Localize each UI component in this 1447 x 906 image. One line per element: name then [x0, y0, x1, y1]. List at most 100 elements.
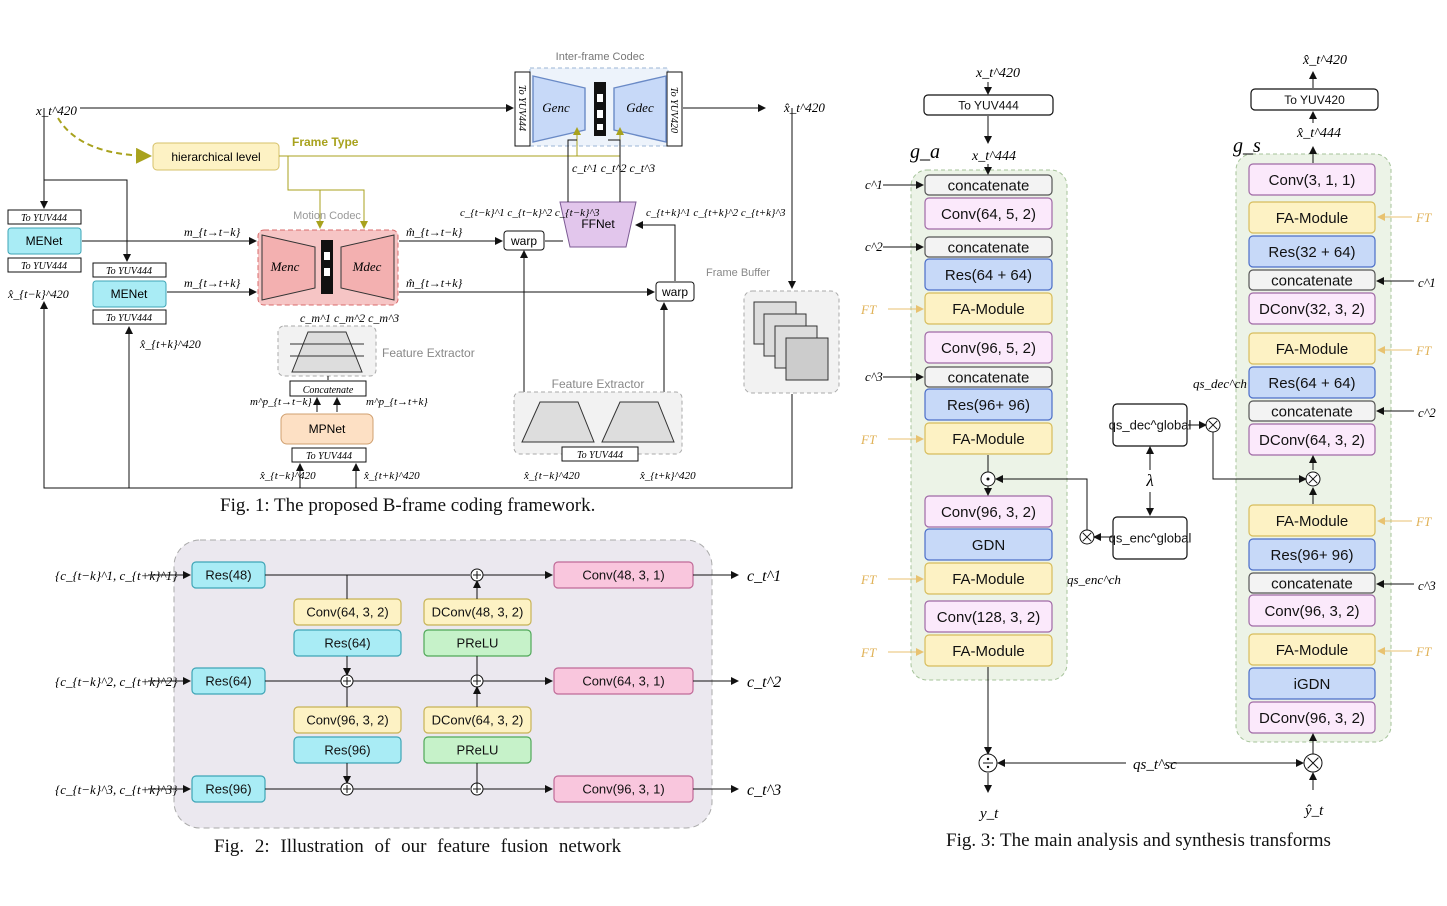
- fusion-up-prelu-1-label: PReLU: [457, 636, 499, 651]
- ga-block-2-label: Conv(64, 5, 2): [941, 206, 1036, 223]
- ga-block-1-label: concatenate: [948, 177, 1030, 194]
- fusion-down-res-2-label: Res(96): [324, 743, 370, 758]
- mp-prev-label: m^p_{t→t−k}: [250, 396, 312, 408]
- gs-c-label-3: c^3: [1418, 578, 1436, 593]
- to-yuv444-v: To YUV444: [516, 85, 527, 131]
- y-t-label: y_t: [978, 806, 999, 822]
- mpnet-block: [280, 413, 374, 445]
- ga-block-12: [924, 562, 1053, 595]
- ga-ft-label-3: FT: [860, 572, 877, 587]
- to-yuv444-d: To YUV444: [106, 313, 152, 324]
- gs-block-7-label: Res(64 + 64): [1268, 375, 1355, 392]
- gs-to-yuv420: [1250, 88, 1379, 111]
- hier-level-label: hierarchical level: [171, 150, 260, 164]
- qs-sc-label: qs_t^sc: [1133, 757, 1177, 773]
- gs-block-15-label: iGDN: [1294, 676, 1331, 693]
- ga-to-yuv444: [923, 94, 1054, 116]
- gs-block-3: [1248, 235, 1376, 268]
- ga-block-1: [924, 174, 1053, 196]
- qs-enc-global-box: [1112, 516, 1188, 560]
- gs-ft-label-3: FT: [1415, 514, 1432, 529]
- c-m-label: c_m^1 c_m^2 c_m^3: [300, 311, 399, 325]
- gs-block-14-label: FA-Module: [1276, 642, 1349, 659]
- fig2-feature-fusion: {c_{t−k}^1, c_{t+k}^1}Res(48)Conv(48, 3,…: [55, 539, 781, 829]
- c-prev-label: c_{t−k}^1 c_{t−k}^2 c_{t−k}^3: [460, 207, 600, 219]
- fusion-up-dconv-2-label: DConv(64, 3, 2): [432, 713, 524, 728]
- ga-block-10: [924, 495, 1053, 528]
- fusion-output-2: c_t^2: [747, 674, 781, 691]
- ga-c-label-3: c^3: [865, 369, 883, 384]
- fusion-res-2-label: Res(64): [205, 674, 251, 689]
- gs-block-9-label: DConv(64, 3, 2): [1259, 432, 1365, 449]
- x420-out: x̂_t^420: [1302, 53, 1347, 68]
- gs-block-7: [1248, 366, 1376, 399]
- to-yuv444-c: To YUV444: [106, 266, 152, 277]
- gs-block-11-label: Res(96+ 96): [1271, 547, 1354, 564]
- m-dec-label: Mdec: [352, 259, 382, 274]
- concatenate-label: Concatenate: [303, 385, 354, 396]
- x-next-label-left: x̂_{t+k}^420: [139, 337, 201, 351]
- qs-enc-ch-label: qs_enc^ch: [1067, 572, 1121, 587]
- gs-block-13-label: Conv(96, 3, 2): [1264, 603, 1359, 620]
- menet-1-label: MENet: [26, 234, 63, 248]
- fig1-caption: Fig. 1: The proposed B-frame coding fram…: [220, 495, 596, 516]
- to-yuv444-e: To YUV444: [306, 451, 352, 462]
- warp-2: [655, 281, 695, 302]
- ga-block-3: [924, 236, 1053, 258]
- m-fwd-hat-label: m̂_{t→t−k}: [406, 225, 463, 239]
- gs-title: g_s: [1233, 135, 1261, 157]
- ga-block-8: [924, 388, 1053, 421]
- ga-title: g_a: [910, 141, 940, 163]
- m-fwd-label: m_{t→t−k}: [184, 225, 241, 239]
- fusion-conv-out-3-label: Conv(96, 3, 1): [582, 782, 664, 797]
- gs-block-6-label: FA-Module: [1276, 341, 1349, 358]
- ga-block-13-label: Conv(128, 3, 2): [937, 609, 1040, 626]
- menet-1: [7, 227, 82, 255]
- gs-block-8-label: concatenate: [1271, 403, 1353, 420]
- x-next-label-mp: x̂_{t+k}^420: [363, 470, 420, 482]
- gs-block-2-label: FA-Module: [1276, 210, 1349, 227]
- gs-ft-label-4: FT: [1415, 644, 1432, 659]
- x-out-label: x̂_t^420: [783, 100, 825, 115]
- gs-block-4: [1248, 269, 1376, 291]
- ga-block-5: [924, 292, 1053, 325]
- gs-block-5-label: DConv(32, 3, 2): [1259, 301, 1365, 318]
- ga-block-14-label: FA-Module: [952, 643, 1025, 660]
- x-prev-label-mp: x̂_{t−k}^420: [259, 470, 316, 482]
- ga-block-6-label: Conv(96, 5, 2): [941, 340, 1036, 357]
- x-in-label: x_t^420: [35, 103, 77, 118]
- g-enc-block: [532, 75, 586, 143]
- x444-out: x̂_t^444: [1296, 126, 1341, 141]
- feature-extractor-frame-2: [601, 401, 675, 443]
- to-yuv420-v: To YUV420: [668, 87, 679, 133]
- frame-type-label: Frame Type: [292, 135, 359, 149]
- gs-block-4-label: concatenate: [1271, 272, 1353, 289]
- g-enc-label: Genc: [542, 100, 570, 115]
- gs-c-label-2: c^2: [1418, 405, 1436, 420]
- qs-dec-ch-label: qs_dec^ch: [1193, 376, 1247, 391]
- ga-block-12-label: FA-Module: [952, 571, 1025, 588]
- gs-c-label-1: c^1: [1418, 275, 1436, 290]
- x-prev-label-fe: x̂_{t−k}^420: [523, 470, 580, 482]
- feature-extractor-label-2: Feature Extractor: [552, 377, 645, 391]
- gs-block-12-label: concatenate: [1271, 575, 1353, 592]
- to-yuv444-a: To YUV444: [21, 213, 67, 224]
- fusion-res-1-label: Res(48): [205, 568, 251, 583]
- gs-block-1: [1248, 163, 1376, 196]
- gs-block-16-label: DConv(96, 3, 2): [1259, 710, 1365, 727]
- to-yuv444-b: To YUV444: [21, 261, 67, 272]
- m-bwd-hat-label: m̂_{t→t+k}: [406, 276, 463, 290]
- gs-block-2: [1248, 201, 1376, 234]
- x420-in: x_t^420: [975, 66, 1020, 81]
- ga-block-4-label: Res(64 + 64): [945, 267, 1032, 284]
- fusion-output-1: c_t^1: [747, 568, 781, 585]
- qs-enc-global-box-label: qs_enc^global: [1109, 531, 1192, 546]
- ga-ft-label-2: FT: [860, 432, 877, 447]
- y-hat-label: ŷ_t: [1303, 803, 1324, 819]
- ga-block-5-label: FA-Module: [952, 301, 1025, 318]
- fusion-res-3-label: Res(96): [205, 782, 251, 797]
- gs-block-13: [1248, 594, 1376, 627]
- fusion-input-3: {c_{t−k}^3, c_{t+k}^3}: [55, 782, 178, 797]
- gs-block-6: [1248, 332, 1376, 365]
